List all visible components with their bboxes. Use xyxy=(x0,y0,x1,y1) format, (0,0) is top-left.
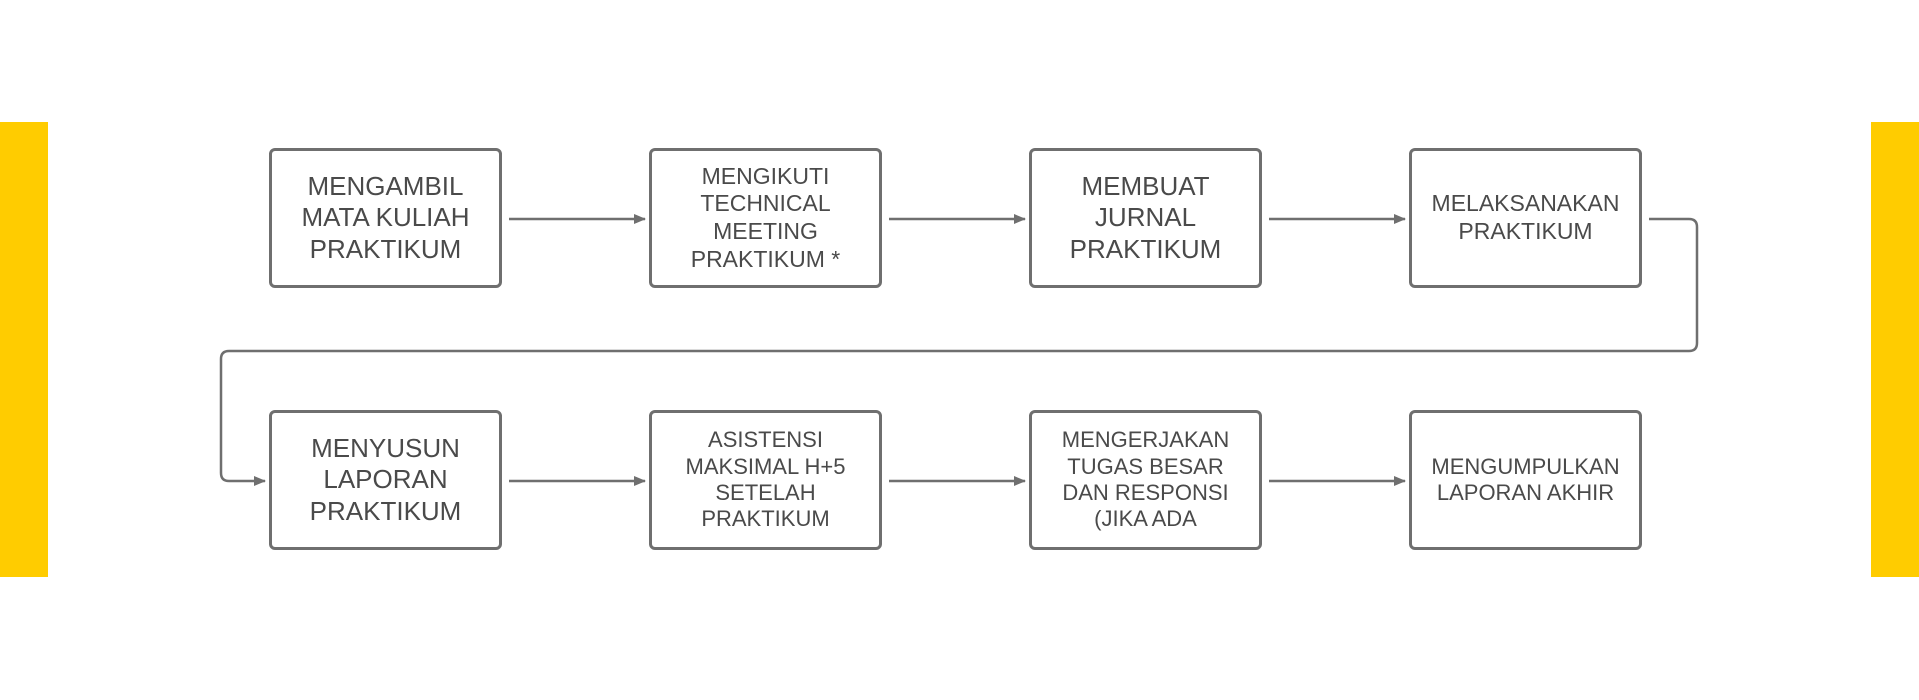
step-5-box: MENYUSUN LAPORAN PRAKTIKUM xyxy=(269,410,502,550)
step-2-box: MENGIKUTI TECHNICAL MEETING PRAKTIKUM * xyxy=(649,148,882,288)
step-8-box: MENGUMPULKAN LAPORAN AKHIR xyxy=(1409,410,1642,550)
accent-bar-left xyxy=(0,122,48,577)
step-4-label: MELAKSANAKAN PRAKTIKUM xyxy=(1431,190,1620,244)
step-8-label: MENGUMPULKAN LAPORAN AKHIR xyxy=(1431,453,1620,505)
arrow-step4-to-step5 xyxy=(219,217,1699,486)
step-3-box: MEMBUAT JURNAL PRAKTIKUM xyxy=(1029,148,1262,288)
accent-bar-right xyxy=(1871,122,1919,577)
step-7-box: MENGERJAKAN TUGAS BESAR DAN RESPONSI (JI… xyxy=(1029,410,1262,550)
step-2-label: MENGIKUTI TECHNICAL MEETING PRAKTIKUM * xyxy=(690,162,841,272)
step-5-label: MENYUSUN LAPORAN PRAKTIKUM xyxy=(309,433,462,526)
step-6-label: ASISTENSI MAKSIMAL H+5 SETELAH PRAKTIKUM xyxy=(685,427,846,532)
step-4-box: MELAKSANAKAN PRAKTIKUM xyxy=(1409,148,1642,288)
step-6-box: ASISTENSI MAKSIMAL H+5 SETELAH PRAKTIKUM xyxy=(649,410,882,550)
step-7-label: MENGERJAKAN TUGAS BESAR DAN RESPONSI (JI… xyxy=(1061,427,1230,532)
step-1-label: MENGAMBIL MATA KULIAH PRAKTIKUM xyxy=(301,171,470,264)
step-1-box: MENGAMBIL MATA KULIAH PRAKTIKUM xyxy=(269,148,502,288)
step-3-label: MEMBUAT JURNAL PRAKTIKUM xyxy=(1069,171,1222,264)
